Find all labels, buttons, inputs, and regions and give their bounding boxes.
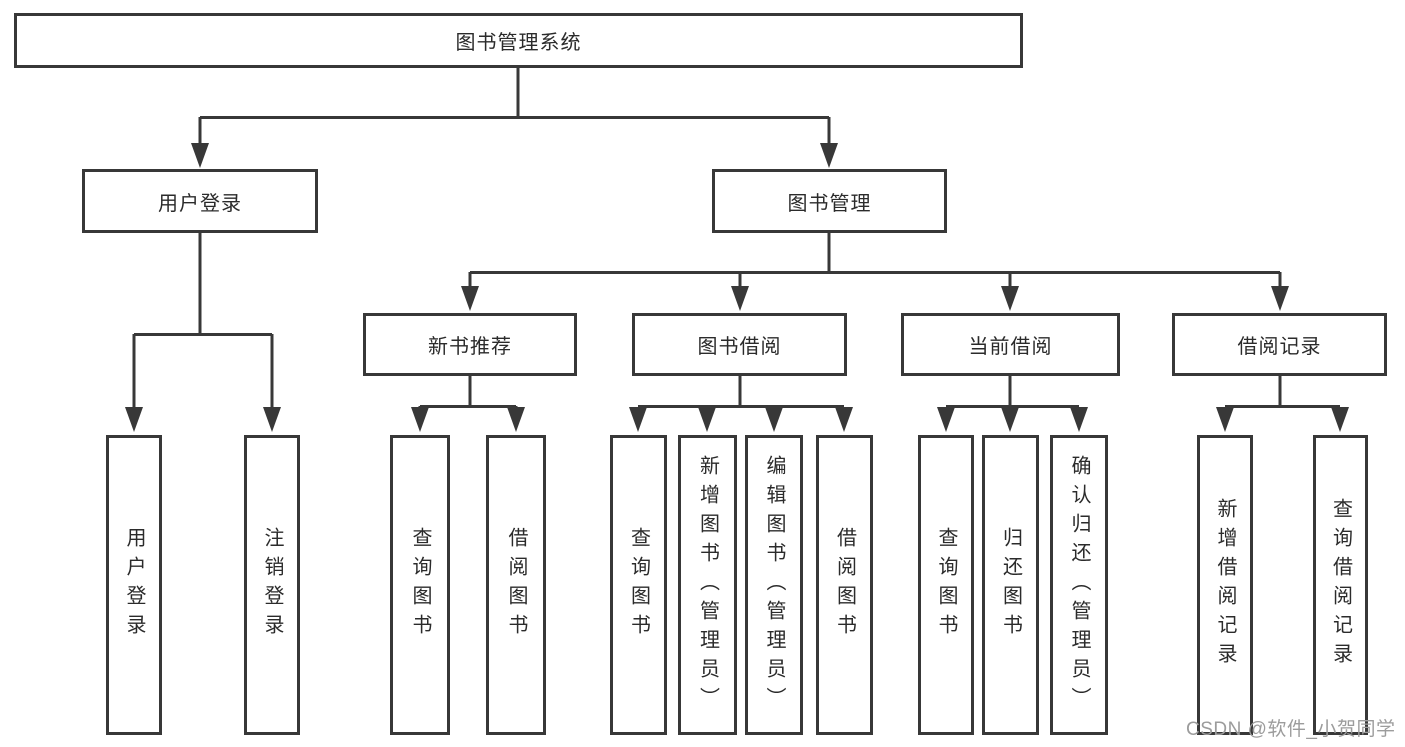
leaf-add-borrow-record: 新增借阅记录 [1197,435,1253,735]
node-borrowing-records: 借阅记录 [1172,313,1387,376]
leaf-confirm-return-admin: 确认归还（管理员） [1050,435,1108,735]
node-new-book-recommendation: 新书推荐 [363,313,577,376]
node-current-borrowing: 当前借阅 [901,313,1120,376]
node-book-management: 图书管理 [712,169,947,233]
leaf-add-books-admin: 新增图书（管理员） [678,435,737,735]
csdn-watermark: CSDN @软件_小贺同学 [1186,719,1396,740]
leaf-query-books-borrowing: 查询图书 [610,435,667,735]
leaf-query-books-current: 查询图书 [918,435,974,735]
leaf-borrow-books-borrowing: 借阅图书 [816,435,873,735]
leaf-user-login: 用户登录 [106,435,162,735]
leaf-edit-books-admin: 编辑图书（管理员） [745,435,803,735]
leaf-query-borrow-record: 查询借阅记录 [1313,435,1368,735]
node-book-borrowing: 图书借阅 [632,313,847,376]
leaf-logout: 注销登录 [244,435,300,735]
leaf-borrow-books-recommend: 借阅图书 [486,435,546,735]
leaf-query-books-recommend: 查询图书 [390,435,450,735]
node-user-login: 用户登录 [82,169,318,233]
leaf-return-books: 归还图书 [982,435,1039,735]
node-library-management-system: 图书管理系统 [14,13,1023,68]
